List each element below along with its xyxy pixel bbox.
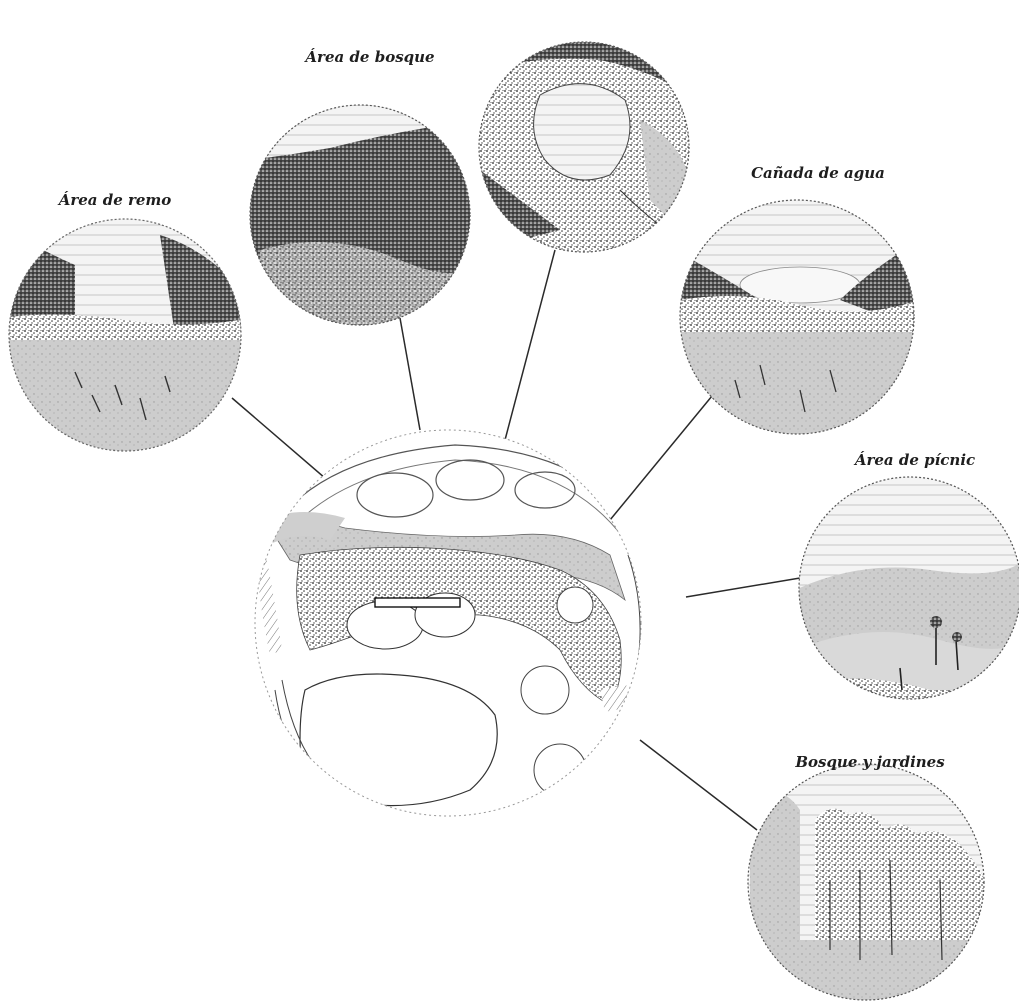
label-fields: Área de pícnic [853,451,975,469]
leader-line-gardens [640,740,757,830]
vignette-fields [795,475,1019,710]
label-forest: Área de bosque [303,48,434,66]
vignette-top [475,40,695,260]
vignette-gardens [745,760,990,1005]
vignette-swim [0,210,250,460]
leader-line-contemplation [610,396,712,520]
label-gardens: Bosque y jardines [794,753,945,771]
label-swim: Área de remo [57,191,172,209]
site-plan [250,425,668,830]
leader-line-top [505,250,555,440]
label-contemplation: Cañada de agua [751,164,885,182]
vignette-forest [240,100,480,340]
leader-line-forest [400,318,420,430]
vignette-contemplation [675,195,920,440]
leader-line-fields [686,578,800,597]
